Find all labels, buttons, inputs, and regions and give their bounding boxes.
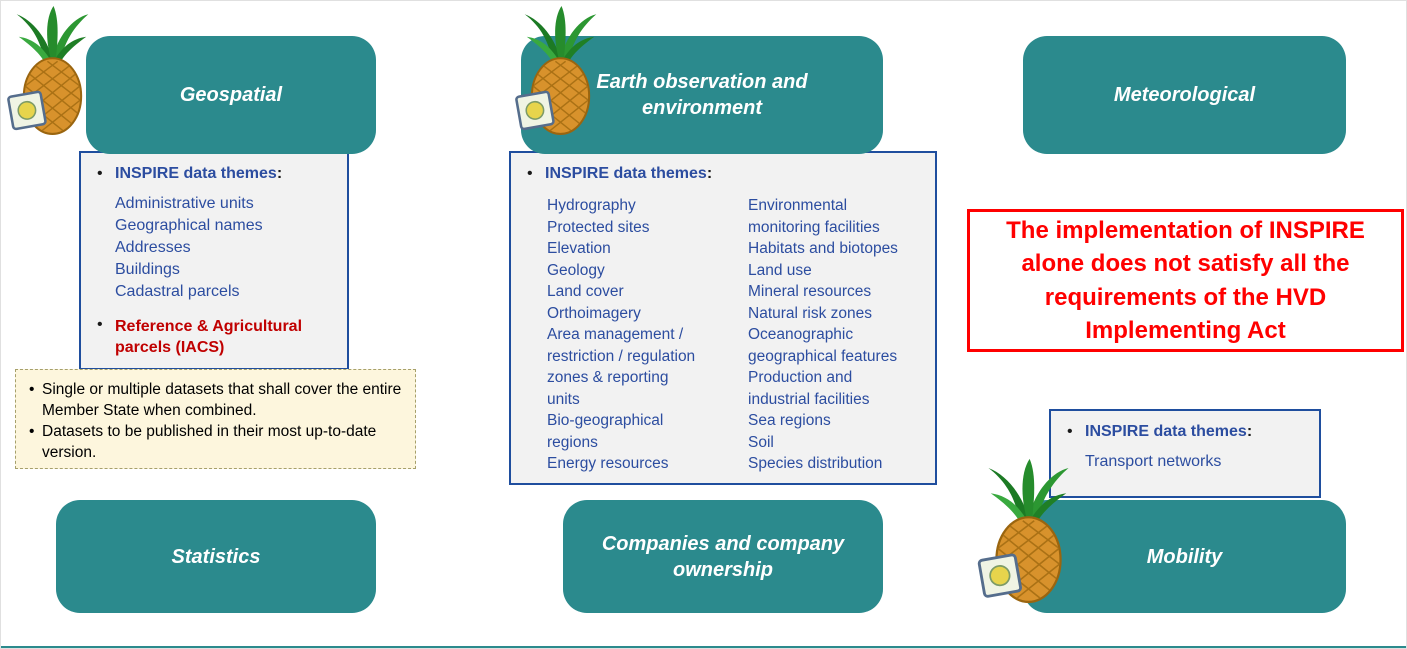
category-label-geospatial: Geospatial [179, 84, 283, 106]
inspire-themes-heading: INSPIRE data themes: [81, 163, 347, 185]
theme-item: Hydrography [547, 197, 636, 214]
theme-item: Sea regions [748, 412, 831, 429]
inspire-warning-text: The implementation of INSPIRE alone does… [1006, 217, 1365, 344]
inspire-themes-heading-colon: : [706, 165, 713, 182]
reference-agricultural-bullet: Reference & Agricultural parcels (IACS) [81, 316, 347, 358]
theme-item: Environmental monitoring facilities [748, 197, 880, 236]
theme-item: Geology [547, 261, 605, 279]
theme-item: Energy resources [547, 455, 669, 472]
theme-item: Mineral resources [748, 283, 872, 300]
theme-item: Orthoimagery [547, 304, 641, 322]
inspire-warning-box: The implementation of INSPIRE alone does… [967, 209, 1404, 352]
category-label-meteorological: Meteorological [1113, 84, 1256, 106]
theme-item: Species distribution [748, 455, 883, 472]
mobility-theme-list: Transport networks [1051, 451, 1319, 473]
category-box-geospatial: Geospatial [86, 36, 376, 154]
inspire-themes-heading: INSPIRE data themes: [1051, 421, 1319, 443]
theme-item: Land use [748, 261, 812, 279]
theme-item: Transport networks [1085, 453, 1222, 470]
theme-item: Production and industrial facilities [748, 369, 870, 408]
category-box-mobility: Mobility [1023, 500, 1346, 613]
inspire-themes-heading-label: INSPIRE data themes [115, 165, 277, 182]
theme-item: Administrative units [115, 195, 254, 212]
inspire-themes-heading-colon: : [1246, 423, 1253, 440]
bottom-divider [1, 646, 1406, 648]
note-item: Single or multiple datasets that shall c… [24, 379, 403, 421]
category-label-statistics: Statistics [171, 545, 261, 568]
theme-item: Elevation [547, 240, 611, 257]
theme-item: Area management / restriction / regulati… [547, 326, 696, 408]
mobility-themes-panel: INSPIRE data themes: Transport networks [1049, 409, 1321, 498]
category-box-meteorological: Meteorological [1023, 36, 1346, 154]
category-label-companies: Companies and company ownership [601, 532, 845, 581]
pineapple-icon [5, 4, 100, 137]
geospatial-themes-panel: INSPIRE data themes: Administrative unit… [79, 151, 349, 370]
theme-item: Geographical names [115, 217, 263, 234]
inspire-themes-heading-label: INSPIRE data themes [1085, 423, 1247, 440]
note-item: Datasets to be published in their most u… [24, 421, 403, 463]
theme-item: Cadastral parcels [115, 283, 240, 300]
inspire-themes-heading-colon: : [276, 165, 283, 182]
category-label-earth-observation: Earth observation and environment [596, 71, 808, 119]
category-box-companies: Companies and company ownership [563, 500, 883, 613]
category-box-statistics: Statistics [56, 500, 376, 613]
theme-item: Natural risk zones [748, 304, 873, 322]
theme-item: Soil [748, 433, 774, 451]
theme-item: Buildings [115, 261, 180, 278]
pineapple-icon [513, 4, 608, 137]
earth-themes-panel: INSPIRE data themes: HydrographyProtecte… [509, 151, 937, 485]
pineapple-icon [977, 456, 1080, 606]
theme-item: Protected sites [547, 218, 650, 236]
category-label-mobility: Mobility [1146, 545, 1223, 568]
reference-agricultural-label: Reference & Agricultural parcels (IACS) [115, 318, 303, 356]
inspire-themes-heading: INSPIRE data themes: [511, 163, 935, 185]
datasets-note-box: Single or multiple datasets that shall c… [15, 369, 416, 469]
theme-item: Land cover [547, 283, 624, 300]
theme-item: Habitats and biotopes [748, 240, 898, 257]
theme-item: Oceanographic geographical features [748, 326, 898, 365]
theme-item: Bio-geographical regions [547, 412, 664, 451]
inspire-themes-heading-label: INSPIRE data themes [545, 165, 707, 182]
theme-item: Addresses [115, 239, 191, 256]
